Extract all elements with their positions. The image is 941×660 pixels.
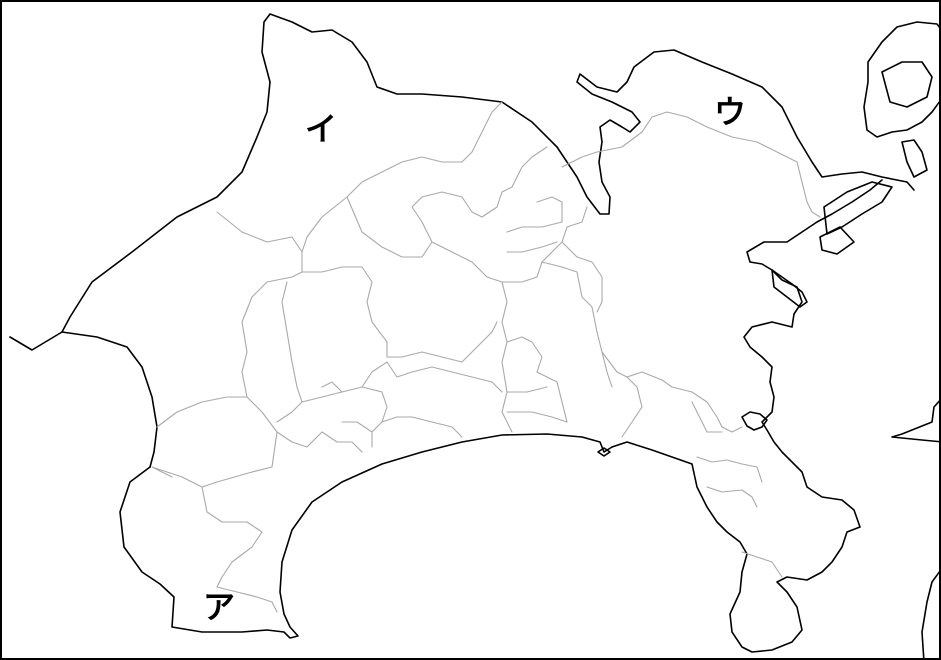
east-shore <box>891 400 939 443</box>
yokosuka-harbor <box>741 411 768 431</box>
bay-landfill-4 <box>823 181 893 235</box>
bay-landfill-2 <box>881 61 933 108</box>
region-label-u: ウ <box>714 93 747 131</box>
bay-landfill-1 <box>863 21 939 138</box>
municipal-boundaries <box>151 101 821 613</box>
bay-landfill-3 <box>901 139 928 178</box>
enoshima-island <box>597 447 611 457</box>
south-coastline-east <box>611 179 883 653</box>
west-boundary <box>61 331 158 468</box>
prefecture-outline <box>9 13 915 351</box>
bay-landfill-6 <box>771 269 808 308</box>
boso-shore <box>921 571 939 658</box>
south-coastline-west <box>119 433 613 639</box>
region-label-i: イ <box>305 110 338 148</box>
bay-landfill-5 <box>819 226 855 255</box>
region-label-a: ア <box>203 588 236 626</box>
